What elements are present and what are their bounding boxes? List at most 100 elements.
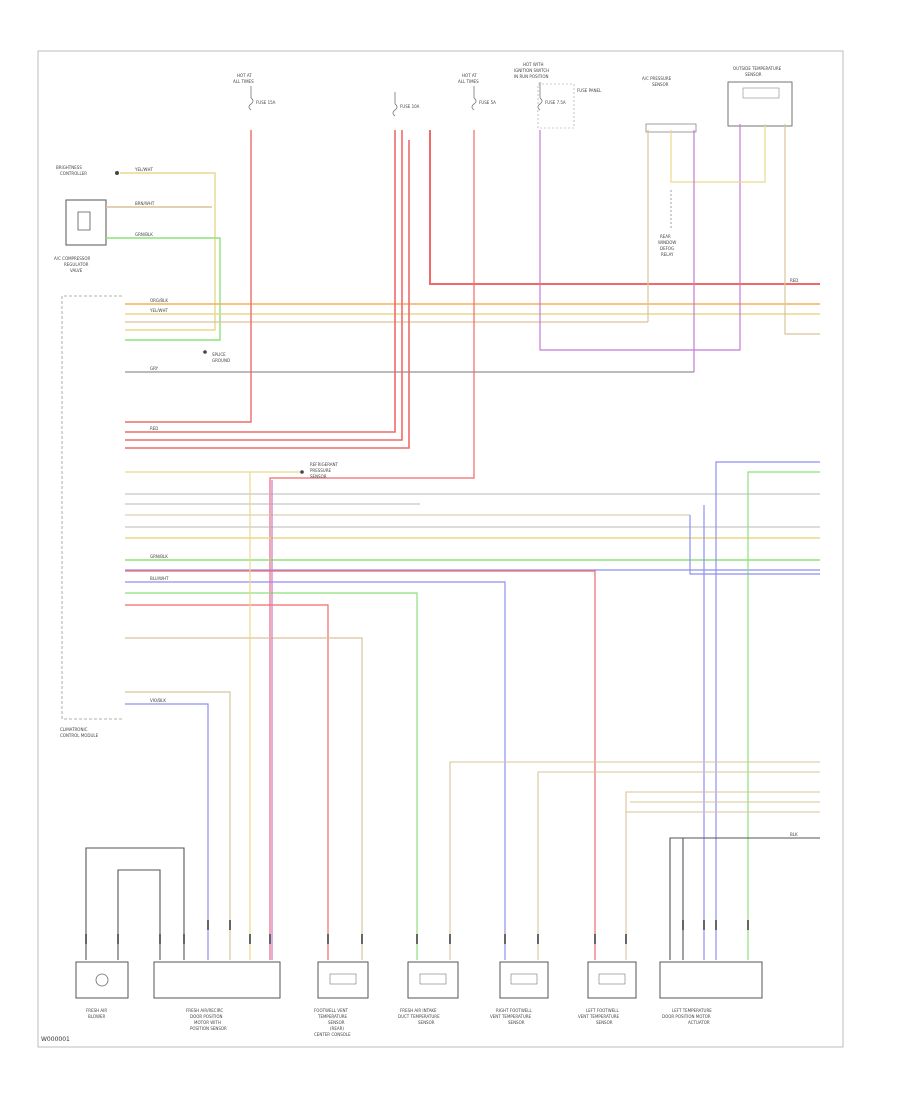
component-fresh-air-blower: FRESH AIR BLOWER [75,961,129,1019]
component-right-footwell-sensor: RIGHT FOOTWELL VENT TEMPERATURE SENSOR [490,961,549,1025]
wire-violet-top [539,124,741,351]
svg-text:RELAY: RELAY [661,252,674,257]
connector-stubs [85,920,749,944]
svg-text:SENSOR: SENSOR [508,1020,525,1025]
svg-text:REAR: REAR [660,234,671,239]
wire-tan-right-1 [449,761,820,960]
svg-text:CONTROLLER: CONTROLLER [60,171,87,176]
svg-text:YEL/WHT: YEL/WHT [134,167,154,172]
svg-text:FOOTWELL VENT: FOOTWELL VENT [314,1008,349,1013]
svg-text:CLIMATRONIC: CLIMATRONIC [60,727,88,732]
svg-text:VIO/BLK: VIO/BLK [150,698,166,703]
wire-blue-right-1 [715,461,820,960]
bus-labels: ORG/BLK YEL/WHT GRY RED GRN/BLK BLU/WHT … [149,278,798,837]
wire-tan-right-2 [537,771,820,960]
svg-text:BRN/WHT: BRN/WHT [135,201,155,206]
svg-text:HOT AT: HOT AT [462,73,477,78]
wire-blue-motor [125,703,209,960]
svg-text:SENSOR: SENSOR [310,474,327,479]
svg-text:LEFT FOOTWELL: LEFT FOOTWELL [586,1008,619,1013]
svg-text:BLOWER: BLOWER [88,1014,105,1019]
svg-text:RIGHT FOOTWELL: RIGHT FOOTWELL [496,1008,533,1013]
svg-text:SENSOR: SENSOR [418,1020,435,1025]
svg-text:DOOR POSITION MOTOR: DOOR POSITION MOTOR [662,1014,711,1019]
component-left-footwell-sensor: LEFT FOOTWELL VENT TEMPERATURE SENSOR [578,961,637,1025]
svg-text:LEFT TEMPERATURE: LEFT TEMPERATURE [672,1008,712,1013]
fuse-label: FUSE 15A [256,100,276,105]
svg-text:SENSOR: SENSOR [652,82,669,87]
wire-red-hot1 [125,130,252,423]
svg-text:REFRIGERANT: REFRIGERANT [310,462,339,467]
svg-text:HOT WITH: HOT WITH [523,62,543,67]
svg-text:IGNITION SWITCH: IGNITION SWITCH [514,68,549,73]
svg-text:RED: RED [790,278,798,283]
svg-text:VENT TEMPERATURE: VENT TEMPERATURE [578,1014,620,1019]
svg-text:BRIGHTNESS: BRIGHTNESS [56,165,82,170]
svg-text:GROUND: GROUND [212,358,230,363]
wire-red-2 [125,130,396,433]
source-hot-with: HOT WITH IGNITION SWITCH IN RUN POSITION… [514,62,602,129]
diagram-frame [37,50,844,1048]
component-recirc-motor: FRESH AIR/RECIRC DOOR POSITION MOTOR WIT… [153,961,281,1031]
svg-text:BLU/WHT: BLU/WHT [150,576,169,581]
wire-blue-right-3 [689,515,820,575]
svg-text:FUSE PANEL: FUSE PANEL [577,88,602,93]
svg-text:DEFOG: DEFOG [660,246,674,251]
svg-text:IN RUN POSITION: IN RUN POSITION [514,74,548,79]
wire-tan-motor-1 [125,691,231,960]
svg-text:ALL TIMES: ALL TIMES [233,79,254,84]
svg-text:VALVE: VALVE [70,268,83,273]
component-fresh-air-sensor: FRESH AIR INTAKE DUCT TEMPERATURE SENSOR [398,961,459,1025]
svg-text:WINDOW: WINDOW [658,240,676,245]
wire-yellow-sensor-a [670,124,766,183]
wire-red-main [429,130,820,285]
wire-red-lower [125,570,596,960]
control-module-outline [61,295,122,720]
fuse-label: FUSE 5A [479,100,496,105]
wire-black-blower-1 [85,847,185,960]
control-module-label: CLIMATRONIC CONTROL MODULE [60,727,99,738]
svg-text:ORG/BLK: ORG/BLK [150,298,168,303]
svg-text:HOT AT: HOT AT [237,73,252,78]
mid-note: REFRIGERANT PRESSURE SENSOR [300,462,339,479]
wire-tan-sensor-b [784,124,820,335]
source-hot-at-2: HOT AT ALL TIMES FUSE 5A [458,73,496,111]
component-footwell-sensor: FOOTWELL VENT TEMPERATURE SENSOR (REAR) … [314,961,369,1037]
svg-text:RED: RED [150,426,158,431]
wire-red-to-footwell [125,604,329,960]
svg-text:GRN/BLK: GRN/BLK [150,554,168,559]
svg-text:GRN/BLK: GRN/BLK [135,232,153,237]
wire-black-blower-2 [117,869,161,960]
wire-tan-to-footwell [125,637,363,960]
svg-text:OUTSIDE TEMPERATURE: OUTSIDE TEMPERATURE [733,66,782,71]
sensor-ac-pressure: A/C PRESSURE SENSOR [642,76,697,133]
svg-text:SENSOR: SENSOR [596,1020,613,1025]
svg-text:CONTROL MODULE: CONTROL MODULE [60,733,99,738]
svg-text:SPLICE: SPLICE [212,352,226,357]
fuse-label: FUSE 7.5A [545,100,566,105]
svg-text:FUSE 10A: FUSE 10A [400,104,420,109]
wire-green-upper-left [106,237,221,341]
ground-note: SPLICE GROUND [203,350,230,363]
svg-text:YEL/WHT: YEL/WHT [149,308,169,313]
wire-blue-to-sensor [125,581,506,960]
wire-green-to-sensor [125,592,418,960]
svg-text:FRESH AIR: FRESH AIR [86,1008,107,1013]
wire-green-right [747,471,820,960]
svg-text:TEMPERATURE: TEMPERATURE [317,1014,348,1019]
fuse-pair-center: FUSE 10A [392,92,420,117]
svg-text:DUCT TEMPERATURE: DUCT TEMPERATURE [398,1014,440,1019]
source-hot-at-1: HOT AT ALL TIMES FUSE 15A [233,73,276,111]
wire-tan-right-3 [625,791,820,960]
svg-text:MOTOR WITH: MOTOR WITH [194,1020,221,1025]
svg-text:BLK: BLK [790,832,798,837]
svg-text:ALL TIMES: ALL TIMES [458,79,479,84]
svg-text:GRY: GRY [150,366,159,371]
svg-text:FRESH AIR/RECIRC: FRESH AIR/RECIRC [186,1008,223,1013]
sensor-outside-temp: OUTSIDE TEMPERATURE SENSOR [727,66,793,127]
center-note: REAR WINDOW DEFOG RELAY [658,234,676,257]
wire-black-right [669,837,820,960]
svg-text:ACTUATOR: ACTUATOR [688,1020,710,1025]
svg-text:CENTER CONSOLE: CENTER CONSOLE [314,1032,351,1037]
svg-text:A/C PRESSURE: A/C PRESSURE [642,76,672,81]
